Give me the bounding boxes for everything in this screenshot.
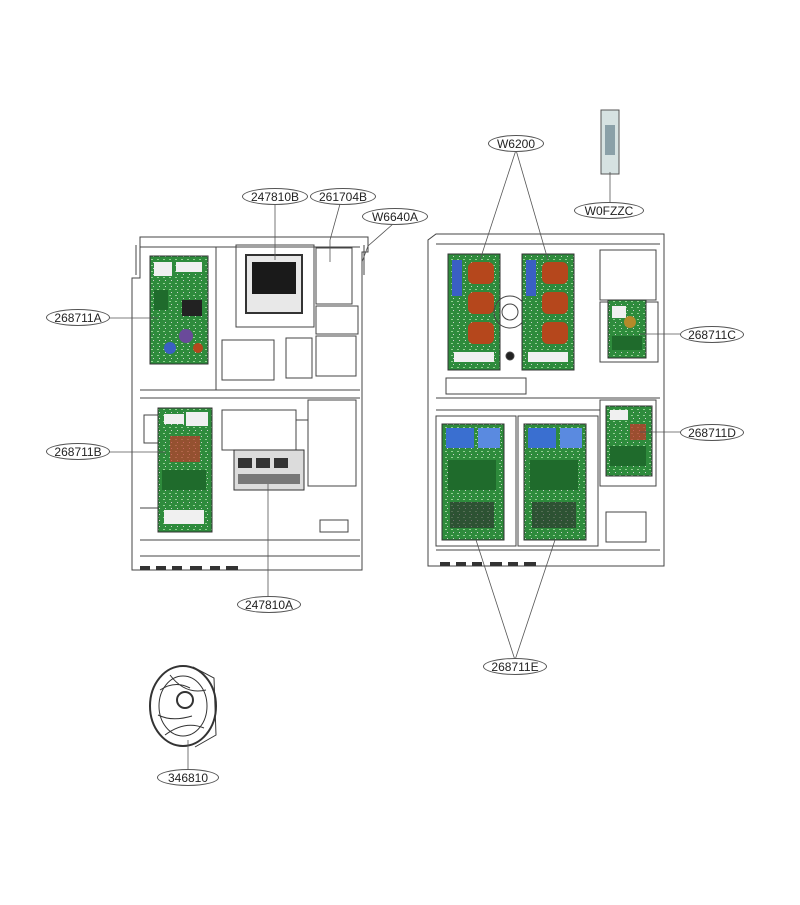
fan-ring-center bbox=[493, 295, 527, 361]
label-268711a[interactable]: 268711A bbox=[46, 309, 110, 326]
label-268711c[interactable]: 268711C bbox=[680, 326, 744, 343]
leader-w6200-a bbox=[479, 149, 517, 261]
label-268711b[interactable]: 268711B bbox=[46, 443, 110, 460]
label-w6200[interactable]: W6200 bbox=[488, 135, 544, 152]
pcb-268711c bbox=[607, 299, 647, 359]
label-261704b[interactable]: 261704B bbox=[310, 188, 376, 205]
label-w6640a[interactable]: W6640A bbox=[362, 208, 428, 225]
filter-w6200-right bbox=[521, 253, 575, 371]
leader-lines bbox=[109, 149, 682, 770]
leader-w6640a bbox=[361, 223, 394, 263]
leader-w6200-b bbox=[515, 149, 549, 261]
filter-w6200-left bbox=[447, 253, 501, 371]
label-247810b[interactable]: 247810B bbox=[242, 188, 308, 205]
left-bottom-fasteners bbox=[140, 566, 238, 570]
label-247810a[interactable]: 247810A bbox=[237, 596, 301, 613]
right-bottom-fasteners bbox=[440, 562, 536, 566]
pcb-247810a bbox=[233, 449, 305, 491]
label-346810[interactable]: 346810 bbox=[157, 769, 219, 786]
pcb-268711e-right bbox=[523, 423, 587, 541]
fan-346810 bbox=[149, 665, 217, 748]
pcb-268711e-left bbox=[441, 423, 505, 541]
leader-268711e-a bbox=[475, 539, 516, 661]
label-268711d[interactable]: 268711D bbox=[680, 424, 744, 441]
display-247810b bbox=[245, 254, 303, 314]
leader-268711e-b bbox=[514, 539, 556, 661]
pcb-268711b bbox=[157, 407, 213, 533]
leader-261704b bbox=[329, 203, 341, 262]
label-268711e[interactable]: 268711E bbox=[483, 658, 547, 675]
pcb-268711d bbox=[605, 405, 653, 477]
left-cabinet bbox=[131, 236, 369, 571]
label-w0fzzc[interactable]: W0FZZC bbox=[574, 202, 644, 219]
pcb-268711a bbox=[149, 255, 209, 365]
fuse-w0fzzc bbox=[600, 109, 620, 175]
